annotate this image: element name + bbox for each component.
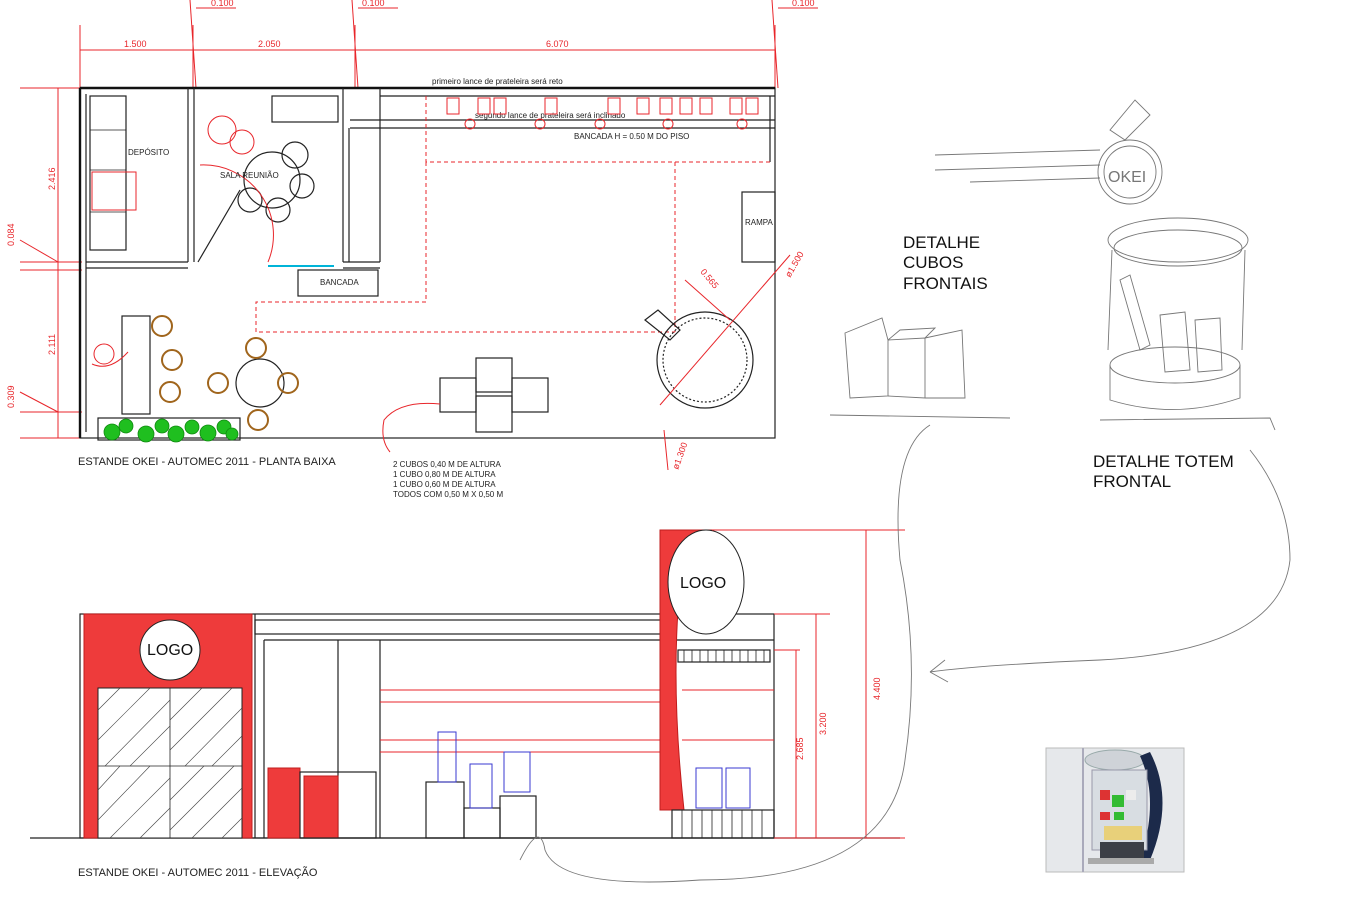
totem-sketch: OKEI DETALHE TOTEM FRONTAL (934, 99, 1276, 491)
totem-title-1: DETALHE TOTEM (1093, 452, 1234, 471)
plan-caption: ESTANDE OKEI - AUTOMEC 2011 - PLANTA BAI… (78, 456, 336, 468)
top-dimensions: 1.500 2.050 6.070 0.100 0.100 0.100 (79, 0, 818, 89)
left-dimensions: 2.416 0.084 2.111 0.309 (6, 87, 82, 439)
cubes-note-4: TODOS COM 0,50 M X 0,50 M (393, 490, 503, 499)
dim-elev-3: 4.400 (872, 677, 882, 700)
room-rampa: RAMPA (745, 218, 774, 227)
totem-title-2: FRONTAL (1093, 472, 1171, 491)
elevation-caption: ESTANDE OKEI - AUTOMEC 2011 - ELEVAÇÃO (78, 866, 318, 879)
dim-left-2: 0.084 (6, 223, 16, 246)
dim-plan-2: ø1.500 (783, 250, 806, 279)
note-shelf-2: segundo lance de prateleira será inclina… (475, 111, 626, 120)
logo-oval-right (667, 529, 745, 635)
note-bench: BANCADA H = 0.50 M DO PISO (574, 132, 689, 141)
dim-left-3: 2.111 (47, 334, 57, 355)
render-thumbnail (1045, 747, 1185, 873)
shelf-boxes (446, 97, 759, 130)
cubes-title-2: CUBOS (903, 253, 963, 272)
connector-sketches (519, 424, 1291, 883)
cubes-title-1: DETALHE (903, 233, 980, 252)
note-shelf-1: primeiro lance de prateleira será reto (432, 77, 563, 86)
dim-elev-1: 2.685 (795, 737, 805, 760)
dim-offset-3: 0.100 (792, 0, 815, 8)
room-sala-reuniao: SALA REUNIÃO (220, 171, 279, 180)
dim-offset-1: 0.100 (211, 0, 234, 8)
cubes-title-3: FRONTAIS (903, 274, 988, 293)
room-bancada: BANCADA (320, 278, 359, 287)
room-deposito: DEPÓSITO (128, 148, 169, 157)
elevation-logo-right: LOGO (680, 575, 726, 592)
cubes-note-3: 1 CUBO 0,60 M DE ALTURA (393, 480, 496, 489)
plant-row (103, 418, 239, 443)
dim-top-1: 1.500 (124, 39, 147, 49)
dim-top-2: 2.050 (258, 39, 281, 49)
logo-circle-left (139, 619, 201, 681)
totem-mark: OKEI (1108, 169, 1146, 186)
cubes-sketch: DETALHE CUBOS FRONTAIS (829, 233, 1011, 419)
dim-elev-2: 3.200 (818, 712, 828, 735)
cubes-note-1: 2 CUBOS 0,40 M DE ALTURA (393, 460, 502, 469)
dim-top-3: 6.070 (546, 39, 569, 49)
dim-plan-3: ø1.300 (670, 441, 689, 471)
dim-offset-2: 0.100 (362, 0, 385, 8)
dim-left-4: 0.309 (6, 385, 16, 408)
dim-plan-1: 0.565 (698, 267, 720, 291)
elevation: LOGO (30, 529, 905, 879)
cubes-note-2: 1 CUBO 0,80 M DE ALTURA (393, 470, 496, 479)
dim-left-1: 2.416 (47, 167, 57, 190)
floor-plan: DEPÓSITO SALA REUNIÃO BANCADA RAMPA prim… (78, 77, 806, 499)
elevation-logo-left: LOGO (147, 642, 193, 659)
